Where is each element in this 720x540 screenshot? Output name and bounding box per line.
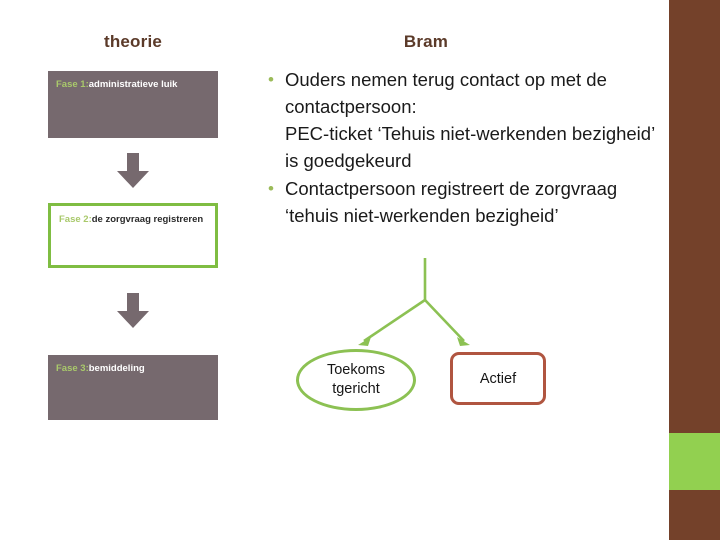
phase-box-1[interactable]: Fase 1:administratieve luik (48, 71, 218, 138)
bullet-text: Ouders nemen terug contact op met de con… (285, 69, 655, 171)
phase-2-text: zorgvraag registreren (102, 214, 204, 225)
right-rail-green-accent (669, 433, 720, 490)
phase-3-text: bemiddeling (88, 363, 145, 374)
bullet-dot-icon: • (268, 70, 274, 89)
outcome-rect-actief[interactable]: Actief (450, 352, 546, 405)
left-column-title: theorie (103, 32, 163, 51)
down-arrow-icon (116, 153, 150, 189)
phase-1-label: Fase 1: (56, 79, 89, 90)
phase-1-text: administratieve luik (88, 79, 178, 90)
phase-2-label: Fase 2: (59, 214, 92, 225)
bullet-text: Contactpersoon registreert de zorgvraag … (285, 178, 618, 226)
outcome-oval-toekomstgericht[interactable]: Toekoms tgericht (296, 349, 416, 411)
phase-2-text-bold: de (91, 214, 103, 225)
down-arrow-icon (116, 293, 150, 329)
bullet-list: • Ouders nemen terug contact op met de c… (268, 66, 660, 230)
phase-box-2[interactable]: Fase 2:de zorgvraag registreren (48, 203, 218, 268)
phase-box-3[interactable]: Fase 3:bemiddeling (48, 355, 218, 420)
bullet-item: • Contactpersoon registreert de zorgvraa… (268, 175, 660, 229)
branch-connector-icon (330, 258, 530, 353)
phase-3-label: Fase 3: (56, 363, 89, 374)
right-column-title: Bram (403, 32, 449, 51)
bullet-item: • Ouders nemen terug contact op met de c… (268, 66, 660, 174)
bullet-dot-icon: • (268, 179, 274, 198)
